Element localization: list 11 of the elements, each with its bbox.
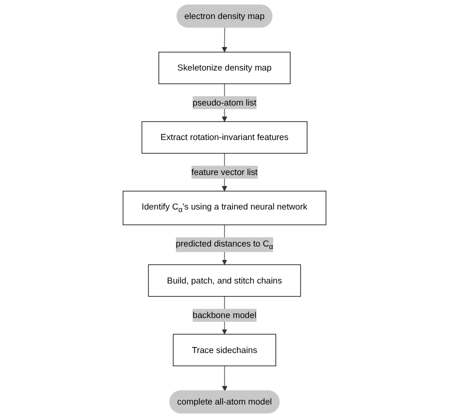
edge-label: pseudo-atom list (192, 97, 256, 108)
node-box: Extract rotation-invariant features (142, 121, 308, 154)
node-box: Identify C$_{α}$'s using a trained neural network (122, 190, 326, 226)
node-box: Skeletonize density map (158, 52, 290, 84)
edge-label: feature vector list (191, 166, 258, 177)
edge-label: backbone model (192, 310, 256, 320)
arrow (222, 366, 228, 392)
edge-label: predicted distances to C$_{α}$ (176, 238, 274, 251)
node-box: Trace sidechains (172, 334, 276, 366)
node-box: Build, patch, and stitch chains (148, 264, 301, 297)
arrow (222, 27, 228, 52)
